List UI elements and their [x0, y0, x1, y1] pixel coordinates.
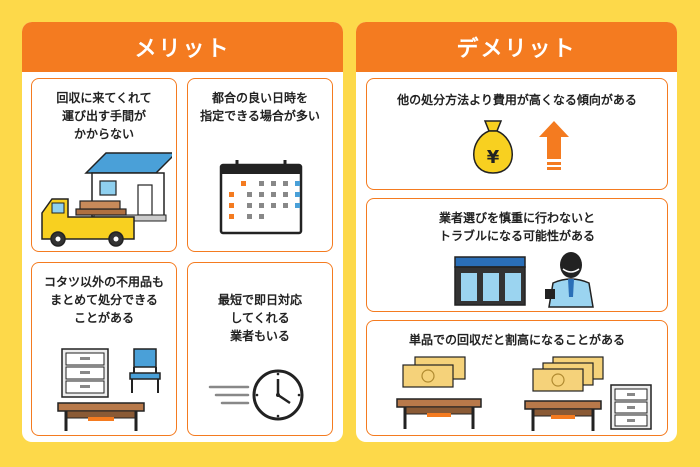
- truck-icon: [41, 198, 135, 247]
- demerit-card-text: 他の処分方法より費用が高くなる傾向がある: [397, 93, 637, 107]
- drawer-chest-icon: [61, 348, 109, 398]
- merit-card-other-items: コタツ以外の不用品も まとめて処分できる ことがある: [31, 262, 177, 436]
- merit-card-text: 回収に来てくれて 運び出す手間が かからない: [56, 91, 152, 141]
- arrow-up-icon: [539, 121, 569, 170]
- merit-title: メリット: [22, 22, 343, 72]
- demerit-card-cost: 他の処分方法より費用が高くなる傾向がある ¥: [366, 78, 668, 190]
- demerit-title: デメリット: [356, 22, 677, 72]
- merit-card-pickup: 回収に来てくれて 運び出す手間が かからない: [31, 78, 177, 252]
- merit-panel: メリット 回収に来てくれて 運び出す手間が かからない: [22, 22, 343, 442]
- shady-businessman-icon: [545, 252, 594, 308]
- banknote-icon: [402, 356, 466, 388]
- furniture-illustration: [57, 348, 161, 431]
- banknote-icon: [532, 356, 604, 392]
- demerit-card-trouble: 業者選びを慎重に行わないと トラブルになる可能性がある: [366, 198, 668, 312]
- calendar-icon: [219, 160, 303, 235]
- yen-symbol: ¥: [487, 147, 500, 168]
- demerit-card-single-item: 単品での回収だと割高になることがある: [366, 320, 668, 436]
- kotatsu-icon: [524, 400, 602, 431]
- kotatsu-icon: [396, 398, 482, 429]
- clock-icon: [208, 369, 304, 421]
- merit-card-schedule: 都合の良い日時を 指定できる場合が多い: [187, 78, 333, 252]
- demerit-panel: デメリット 他の処分方法より費用が高くなる傾向がある ¥ 業者選びを慎重に行わな…: [356, 22, 677, 442]
- chair-icon: [129, 348, 161, 393]
- merit-card-text: 最短で即日対応 してくれる 業者もいる: [217, 293, 302, 343]
- money-bag-icon: ¥: [473, 120, 513, 174]
- merit-card-text: 都合の良い日時を 指定できる場合が多い: [200, 91, 320, 123]
- kotatsu-chest-with-bills-illustration: [524, 356, 652, 431]
- demerit-card-text: 業者選びを慎重に行わないと トラブルになる可能性がある: [438, 211, 595, 243]
- shop-icon: [454, 256, 526, 306]
- truck-house-illustration: [41, 152, 172, 247]
- kotatsu-with-bills-illustration: [396, 356, 482, 429]
- drawer-chest-icon: [610, 384, 652, 430]
- merit-card-sameday: 最短で即日対応 してくれる 業者もいる: [187, 262, 333, 436]
- speed-lines: [208, 385, 250, 405]
- kotatsu-icon: [57, 402, 145, 431]
- demerit-card-text: 単品での回収だと割高になることがある: [408, 333, 625, 347]
- merit-card-text: コタツ以外の不用品も まとめて処分できる ことがある: [43, 275, 164, 325]
